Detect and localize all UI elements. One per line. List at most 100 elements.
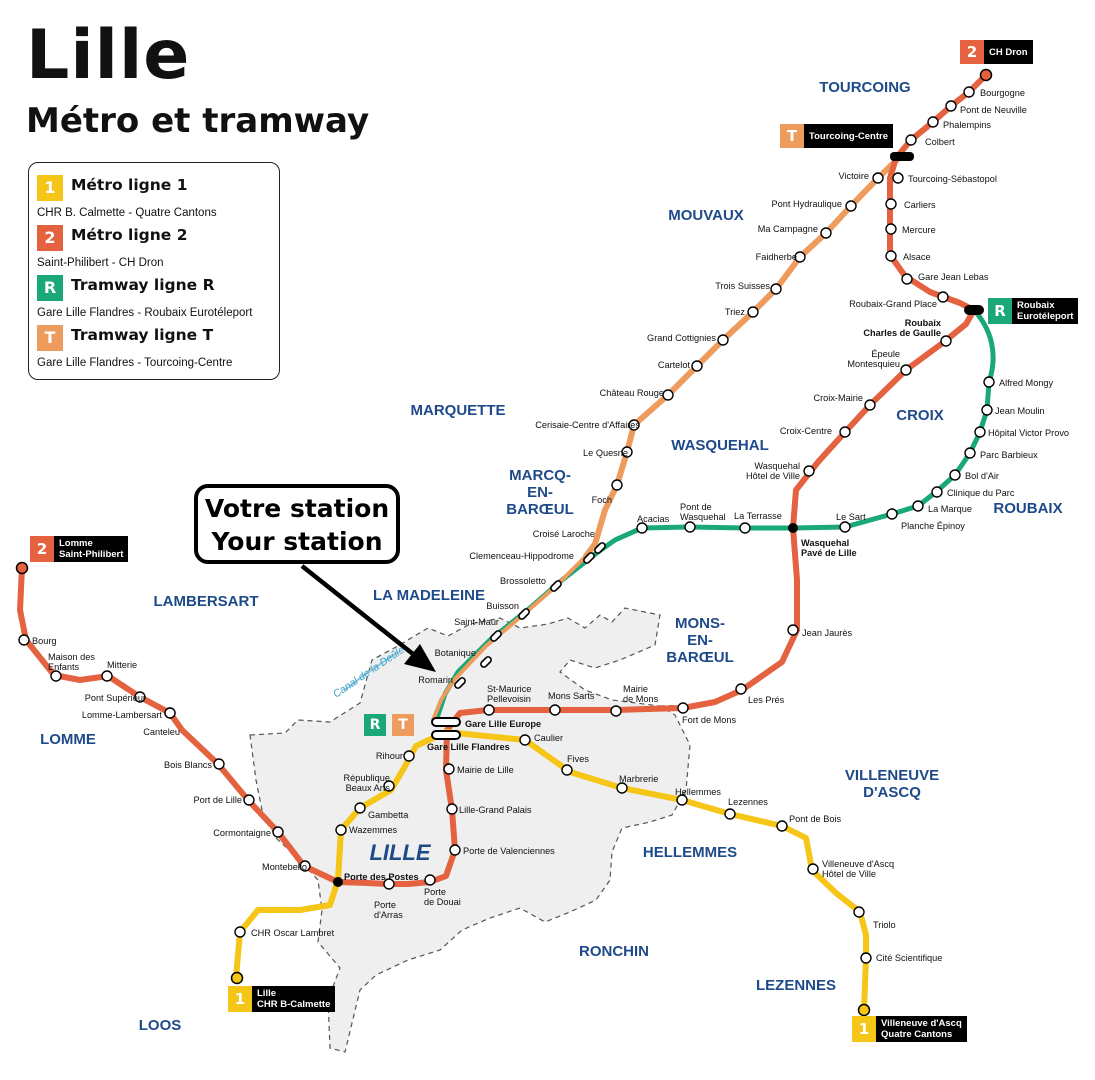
station-marker-botanique[interactable] [480,656,493,669]
station-marker-gare-jean-lebas[interactable] [901,273,913,285]
station-marker-r-publique-beaux-arts[interactable] [383,780,395,792]
station-marker-cerisaie-centre-d-affaires[interactable] [628,419,640,431]
station-marker-la-terrasse[interactable] [739,522,751,534]
station-marker-cit-scientifique[interactable] [860,952,872,964]
station-marker-maison-des-enfants[interactable] [50,670,62,682]
station-marker-rihour[interactable] [403,750,415,762]
station-marker-jean-jaur-s[interactable] [787,624,799,636]
station-marker-fort-de-mons[interactable] [677,702,689,714]
station-marker-mairie-de-mons[interactable] [610,705,622,717]
station-marker-h-pital-victor-provo[interactable] [974,426,986,438]
station-marker-la-marque[interactable] [912,500,924,512]
station-marker-hellemmes[interactable] [676,794,688,806]
saint-philibert-terminus[interactable] [15,561,29,575]
station-marker-trois-suisses[interactable] [770,283,782,295]
station-marker-alfred-mongy[interactable] [983,376,995,388]
station-marker-pont-sup-rieur[interactable] [134,691,146,703]
station-marker-cormontaigne[interactable] [272,826,284,838]
station-marker-fives[interactable] [561,764,573,776]
station-marker-pont-de-wasquehal[interactable] [684,521,696,533]
station-marker-mairie-de-lille[interactable] [443,763,455,775]
station-marker-pont-de-neuville[interactable] [945,100,957,112]
station-marker-phalempins[interactable] [927,116,939,128]
station-marker-crois-laroche[interactable] [594,542,607,555]
station-marker-clemenceau-hippodrome[interactable] [583,552,596,565]
ch-dron-terminus[interactable] [979,68,993,82]
station-marker-triolo[interactable] [853,906,865,918]
station-marker-acacias[interactable] [636,522,648,534]
station-marker-carliers[interactable] [885,198,897,210]
station-marker-mitterie[interactable] [101,670,113,682]
station-marker-pont-de-bois[interactable] [776,820,788,832]
station-marker-clinique-du-parc[interactable] [931,486,943,498]
porte-des-postes-interchange[interactable] [333,877,343,887]
station-marker-porte-de-douai[interactable] [424,874,436,886]
station-marker-marbrerie[interactable] [616,782,628,794]
station-marker-romarin[interactable] [454,677,467,690]
station-marker-croix-mairie[interactable] [864,399,876,411]
station-marker-lille-grand-palais[interactable] [446,803,458,815]
station-marker-bourgogne[interactable] [963,86,975,98]
station-marker-mons-sarts[interactable] [549,704,561,716]
gare-lille-flandres-interchange[interactable] [431,730,461,740]
station-marker-colbert[interactable] [905,134,917,146]
station-marker-bois-blancs[interactable] [213,758,225,770]
tourcoing-centre-interchange[interactable] [890,152,914,161]
station-marker-pont-hydraulique[interactable] [845,200,857,212]
station-marker-jean-moulin[interactable] [981,404,993,416]
station-marker-peule-montesquieu[interactable] [900,364,912,376]
station-marker-victoire[interactable] [872,172,884,184]
station-marker-porte-d-arras[interactable] [383,878,395,890]
station-marker-les-pr-s[interactable] [735,683,747,695]
station-marker-port-de-lille[interactable] [243,794,255,806]
station-marker-le-quesne[interactable] [621,446,633,458]
station-marker-planche-pinoy[interactable] [886,508,898,520]
gare-lille-europe-interchange[interactable] [431,717,461,727]
page-title: Lille [26,16,191,95]
station-marker-cartelot[interactable] [691,360,703,372]
station-marker-croix-centre[interactable] [839,426,851,438]
wasquehal-pave-de-lille-interchange[interactable] [788,523,798,533]
station-marker-chr-oscar-lambret[interactable] [234,926,246,938]
station-marker-lomme-lambersart[interactable] [164,707,176,719]
station-marker-triez[interactable] [747,306,759,318]
station-marker-bol-d-air[interactable] [949,469,961,481]
station-label-alsace: Alsace [903,252,931,262]
station-marker-parc-barbieux[interactable] [964,447,976,459]
station-marker-st-maurice-pellevoisin[interactable] [483,704,495,716]
station-marker-roubaix-charles-de-gaulle[interactable] [940,335,952,347]
station-marker-roubaix-grand-place[interactable] [937,291,949,303]
station-marker-faidherbe[interactable] [794,251,806,263]
station-marker-foch[interactable] [611,479,623,491]
station-marker-villeneuve-d-ascq-h-tel-de-ville[interactable] [807,863,819,875]
station-marker-wasquehal-h-tel-de-ville[interactable] [803,465,815,477]
station-marker-le-sart[interactable] [839,521,851,533]
station-marker-ma-campagne[interactable] [820,227,832,239]
chr-calmette-terminus[interactable] [230,971,244,985]
station-marker-bourg[interactable] [18,634,30,646]
station-marker-saint-maur[interactable] [490,630,503,643]
station-marker-porte-de-valenciennes[interactable] [449,844,461,856]
station-marker-alsace[interactable] [885,250,897,262]
station-marker-wazemmes[interactable] [335,824,347,836]
station-marker-tourcoing-s-bastopol[interactable] [892,172,904,184]
station-marker-mercure[interactable] [885,223,897,235]
station-marker-gambetta[interactable] [354,802,366,814]
station-marker-brossoletto[interactable] [550,580,563,593]
station-marker-montebello[interactable] [299,860,311,872]
station-marker-buisson[interactable] [518,608,531,621]
quatre-cantons-terminus[interactable] [857,1003,871,1017]
station-marker-grand-cottignies[interactable] [717,334,729,346]
station-marker-caulier[interactable] [519,734,531,746]
station-marker-lezennes[interactable] [724,808,736,820]
station-marker-ch-teau-rouge[interactable] [662,389,674,401]
station-label-canteleu: Canteleu [143,727,180,737]
roubaix-euroteleport-interchange[interactable] [964,305,984,315]
